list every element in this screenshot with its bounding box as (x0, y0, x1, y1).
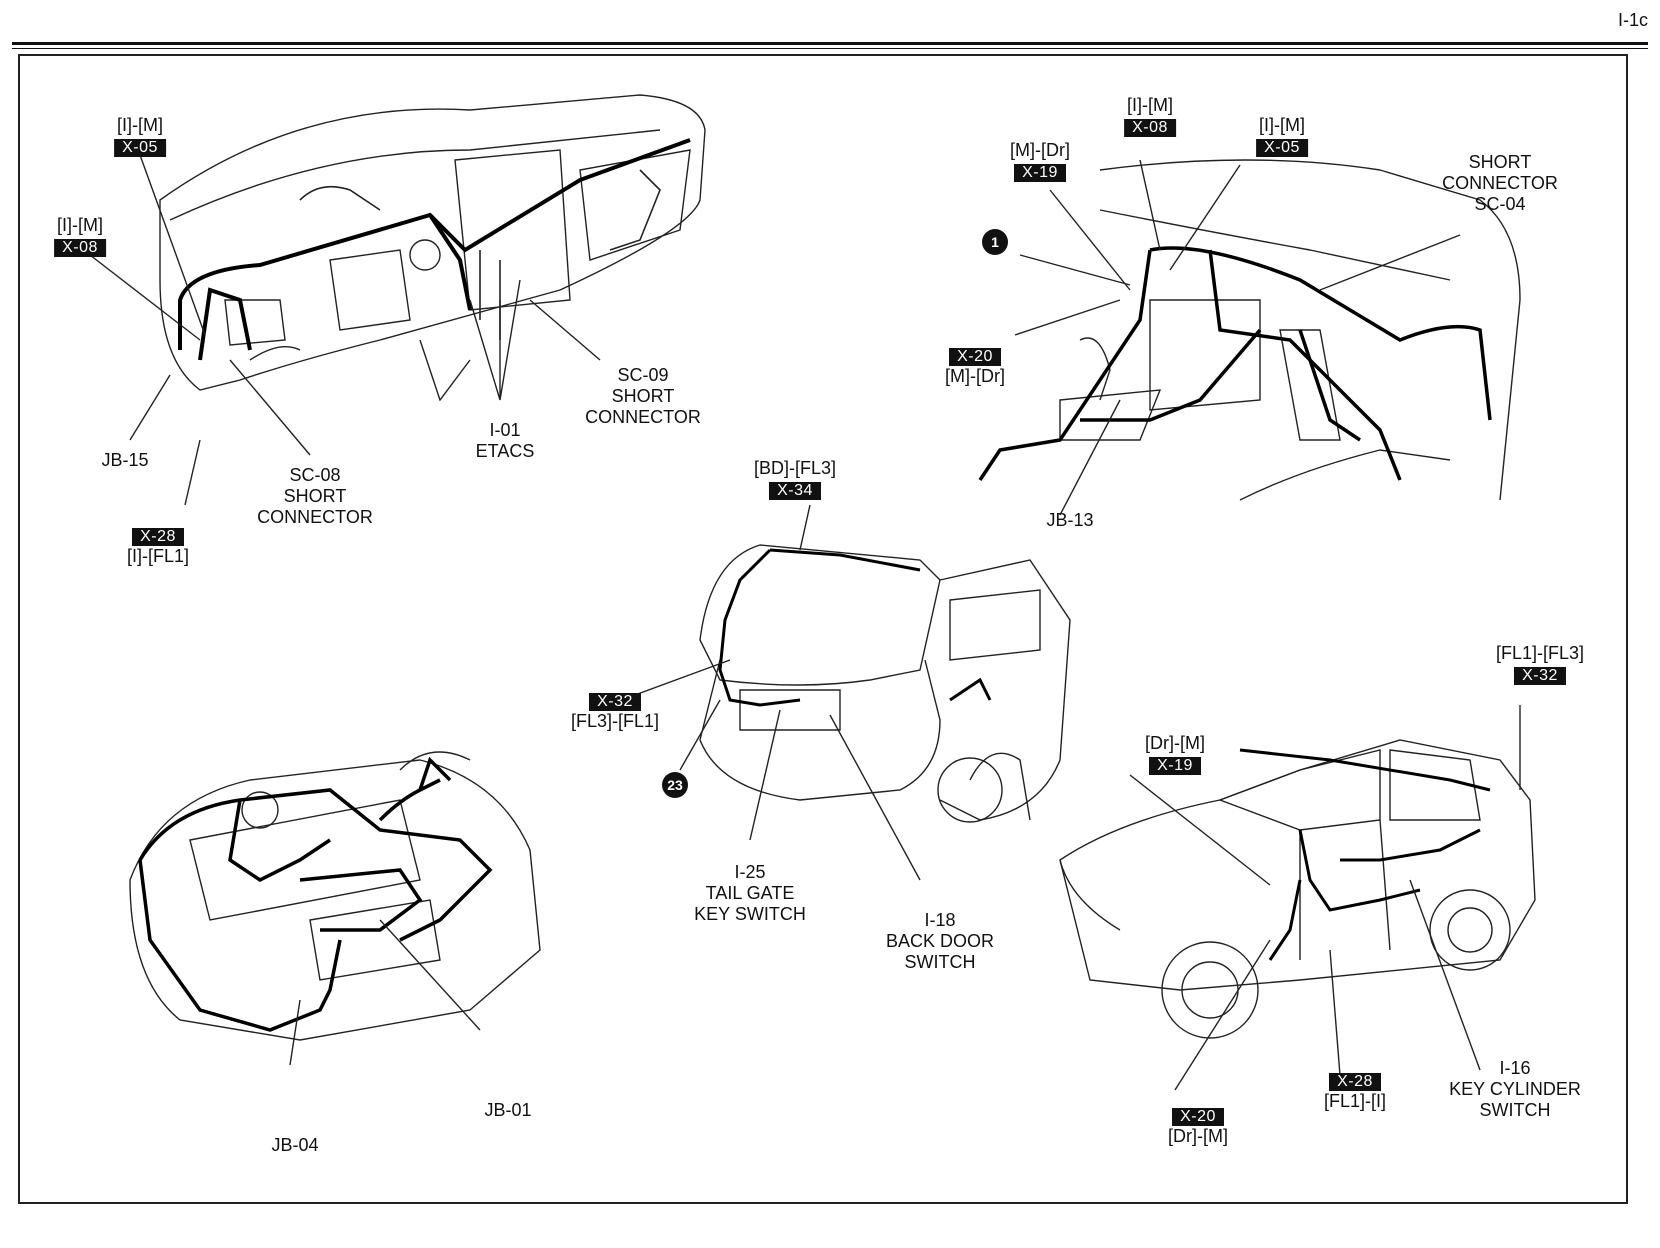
dash-x08-route: [I]-[M] (56, 215, 103, 235)
dash-x08-label: [I]-[M] X-08 (54, 215, 106, 257)
floor-sc04-label: SHORT CONNECTOR SC-04 (1442, 152, 1558, 215)
dash-sc08-code: SC-08 (289, 465, 341, 485)
tailgate-x32-route: [FL3]-[FL1] (570, 711, 660, 731)
dash-sc08-line2: SHORT (283, 486, 347, 506)
floor-x19-code: X-19 (1014, 164, 1066, 182)
tailgate-i25-label: I-25 TAIL GATE KEY SWITCH (694, 862, 806, 925)
diagram-frame (18, 54, 1628, 1204)
side-x32-route: [FL1]-[FL3] (1495, 643, 1585, 663)
dash-sc08-line3: CONNECTOR (257, 507, 373, 527)
floor-jb13-label: JB-13 (1046, 510, 1094, 530)
tailgate-i25-line2: TAIL GATE (705, 883, 795, 903)
tailgate-i18-code: I-18 (924, 910, 956, 930)
engine-harness (138, 756, 493, 1032)
tailgate-x34-label: [BD]-[FL3] X-34 (754, 458, 836, 500)
engine-jb04-label: JB-04 (271, 1135, 319, 1155)
tailgate-i18-label: I-18 BACK DOOR SWITCH (886, 910, 994, 973)
floor-x20-code: X-20 (949, 348, 1001, 366)
dash-x28-code: X-28 (132, 528, 184, 546)
floor-x20-route: [M]-[Dr] (945, 366, 1005, 386)
side-x28-label: X-28 [FL1]-[I] (1324, 1070, 1386, 1112)
floor-x08-route: [I]-[M] (1126, 95, 1173, 115)
side-view-harness (1239, 748, 1491, 961)
dash-x05-code: X-05 (114, 139, 166, 157)
dash-sc09-code: SC-09 (617, 365, 669, 385)
floor-x05-label: [I]-[M] X-05 (1256, 115, 1308, 157)
tailgate-x34-code: X-34 (769, 482, 821, 500)
floor-sc04-code: SC-04 (1474, 194, 1526, 214)
floor-sc04-line2: CONNECTOR (1442, 173, 1558, 193)
tailgate-i25-code: I-25 (734, 862, 766, 882)
floor-x05-route: [I]-[M] (1258, 115, 1305, 135)
dash-x28-label: X-28 [I]-[FL1] (127, 525, 189, 567)
tailgate-i18-line2: BACK DOOR (885, 931, 995, 951)
header-rule-thin (12, 48, 1648, 49)
side-view-illustration (1059, 739, 1536, 1039)
side-x20-label: X-20 [Dr]-[M] (1168, 1105, 1228, 1147)
floor-x19-route: [M]-[Dr] (1010, 140, 1070, 160)
floor-x05-code: X-05 (1256, 139, 1308, 157)
side-x20-route: [Dr]-[M] (1168, 1126, 1228, 1146)
header-rule (12, 42, 1648, 45)
floor-illustration (1059, 159, 1521, 501)
side-x19-label: [Dr]-[M] X-19 (1145, 733, 1205, 775)
dash-x08-code: X-08 (54, 239, 106, 257)
dash-x05-label: [I]-[M] X-05 (114, 115, 166, 157)
side-x19-code: X-19 (1149, 757, 1201, 775)
engine-jb01-label: JB-01 (484, 1100, 532, 1120)
floor-x08-code: X-08 (1124, 119, 1176, 137)
side-x28-route: [FL1]-[I] (1323, 1091, 1387, 1111)
dashboard-harness (178, 138, 691, 361)
page-reference: I-1c (1617, 10, 1648, 30)
dash-sc09-line2: SHORT (611, 386, 675, 406)
dashboard-illustration (159, 94, 706, 402)
tailgate-illustration (699, 544, 1071, 823)
side-x19-route: [Dr]-[M] (1145, 733, 1205, 753)
side-i16-code: I-16 (1499, 1058, 1531, 1078)
dash-sc09-line3: CONNECTOR (585, 407, 701, 427)
tailgate-harness (718, 548, 992, 707)
floor-sc04-line1: SHORT (1468, 152, 1532, 172)
tailgate-i18-line3: SWITCH (904, 952, 976, 972)
dash-x28-route: [I]-[FL1] (126, 546, 190, 566)
side-x32-code: X-32 (1514, 667, 1566, 685)
floor-x08-label: [I]-[M] X-08 (1124, 95, 1176, 137)
side-i16-line3: SWITCH (1479, 1100, 1551, 1120)
ground-point-1: 1 (982, 229, 1008, 255)
side-i16-line2: KEY CYLINDER (1449, 1079, 1581, 1099)
floor-x19-label: [M]-[Dr] X-19 (1010, 140, 1070, 182)
side-i16-label: I-16 KEY CYLINDER SWITCH (1449, 1058, 1581, 1121)
dash-i01-label: I-01 ETACS (476, 420, 535, 462)
tailgate-x32-label: X-32 [FL3]-[FL1] (571, 690, 659, 732)
dash-i01-name: ETACS (475, 441, 535, 461)
side-x32-label: [FL1]-[FL3] X-32 (1496, 643, 1584, 685)
engine-illustration (129, 751, 541, 1041)
tailgate-x32-code: X-32 (589, 693, 641, 711)
floor-x20-label: X-20 [M]-[Dr] (945, 345, 1005, 387)
dash-jb15-label: JB-15 (101, 450, 149, 470)
dash-x05-route: [I]-[M] (116, 115, 163, 135)
dash-sc09-label: SC-09 SHORT CONNECTOR (585, 365, 701, 428)
side-x20-code: X-20 (1172, 1108, 1224, 1126)
tailgate-i25-line3: KEY SWITCH (694, 904, 806, 924)
side-x28-code: X-28 (1329, 1073, 1381, 1091)
floor-harness (978, 246, 1492, 481)
dash-sc08-label: SC-08 SHORT CONNECTOR (257, 465, 373, 528)
tailgate-x34-route: [BD]-[FL3] (753, 458, 837, 478)
dash-i01-code: I-01 (489, 420, 521, 440)
ground-point-23: 23 (662, 772, 688, 798)
